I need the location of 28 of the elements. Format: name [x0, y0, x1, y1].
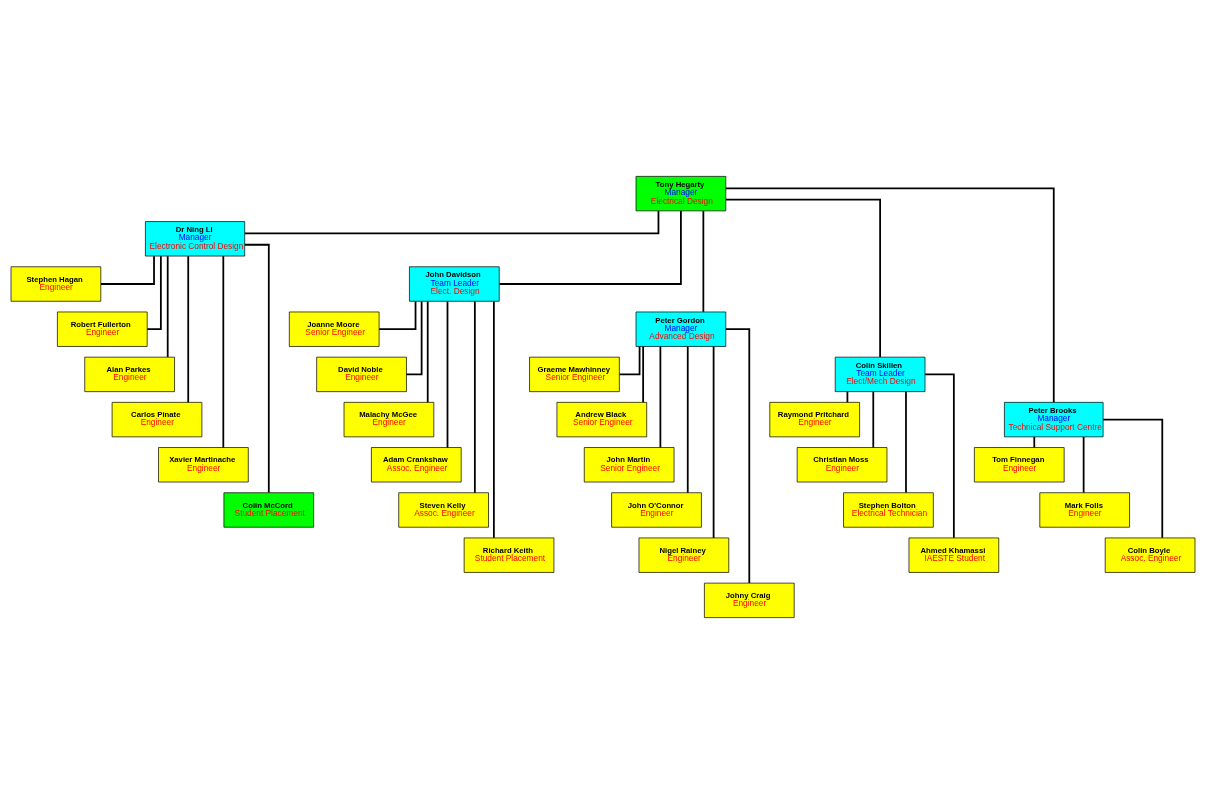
- connector: [166, 255, 169, 358]
- connector: [686, 345, 689, 494]
- connector: [924, 373, 955, 539]
- connector: [244, 210, 660, 235]
- connector: [1102, 418, 1164, 539]
- connector: [724, 198, 881, 358]
- connector: [187, 255, 190, 404]
- connector: [498, 210, 682, 285]
- connector: [905, 390, 907, 494]
- connector: [473, 300, 476, 494]
- connector: [426, 300, 429, 404]
- connector: [1082, 436, 1085, 494]
- connector: [405, 300, 423, 376]
- connector: [712, 345, 715, 539]
- connector: [100, 255, 155, 285]
- connector: [146, 255, 162, 331]
- connector: [659, 345, 662, 449]
- connector: [1033, 436, 1036, 449]
- connector: [378, 300, 417, 331]
- connector: [702, 210, 705, 313]
- connector: [243, 243, 270, 494]
- connector: [725, 328, 751, 584]
- connector: [872, 390, 875, 449]
- connector: [642, 345, 645, 404]
- connector: [618, 345, 641, 376]
- connector: [493, 300, 495, 539]
- connector: [446, 300, 449, 449]
- connector: [222, 255, 225, 449]
